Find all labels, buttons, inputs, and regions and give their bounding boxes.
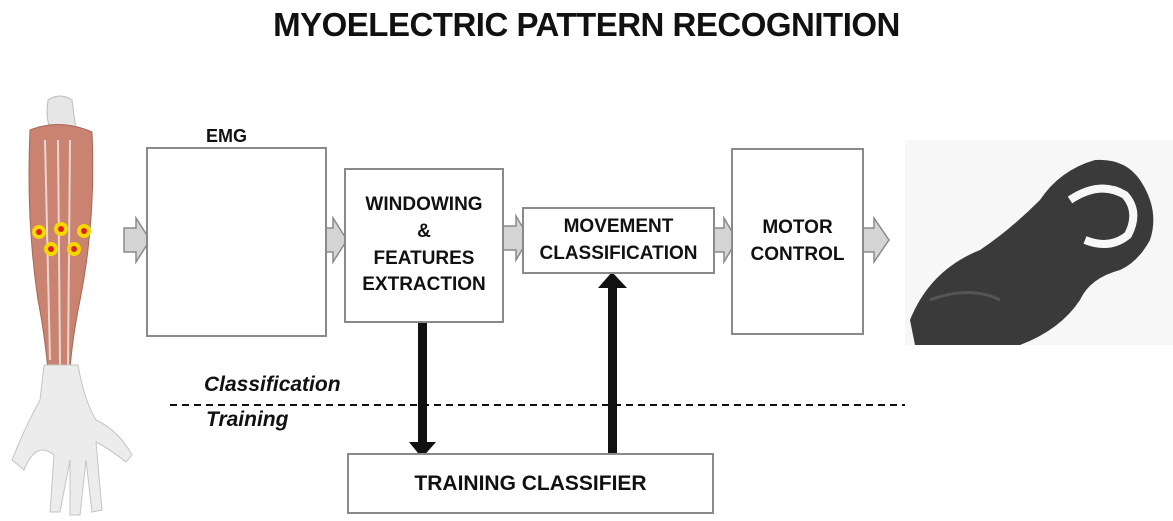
motor-line-1: MOTOR	[762, 216, 833, 238]
forearm-illustration	[11, 95, 133, 516]
arrow-features-to-training	[409, 320, 436, 458]
movement-line-1: MOVEMENT	[563, 215, 674, 237]
training-classifier-box: TRAINING CLASSIFIER	[347, 453, 714, 514]
windowing-line-4: EXTRACTION	[362, 274, 486, 296]
arrow-arm-to-emg	[123, 215, 151, 265]
windowing-line-2: &	[417, 220, 431, 242]
emg-label: EMG	[206, 126, 248, 146]
windowing-line-1: WINDOWING	[365, 194, 483, 216]
motor-line-2: CONTROL	[750, 243, 845, 265]
diagram-title: MYOELECTRIC PATTERN RECOGNITION	[273, 6, 900, 43]
training-arrows	[409, 272, 627, 458]
windowing-line-3: FEATURES	[373, 247, 475, 269]
emg-box	[146, 147, 327, 337]
arrow-motor-to-hand	[861, 215, 890, 265]
training-phase-label: Training	[206, 408, 289, 431]
electrode-markers	[32, 222, 91, 256]
motor-control-box: MOTOR CONTROL	[731, 148, 864, 335]
windowing-box: WINDOWING & FEATURES EXTRACTION	[344, 168, 504, 323]
prosthetic-hand-image	[905, 140, 1173, 345]
movement-classification-box: MOVEMENT CLASSIFICATION	[522, 207, 715, 274]
movement-line-2: CLASSIFICATION	[539, 242, 698, 264]
training-classifier-label: TRAINING CLASSIFIER	[414, 471, 647, 495]
arrow-training-to-movement	[598, 272, 627, 453]
classification-phase-label: Classification	[204, 373, 341, 396]
